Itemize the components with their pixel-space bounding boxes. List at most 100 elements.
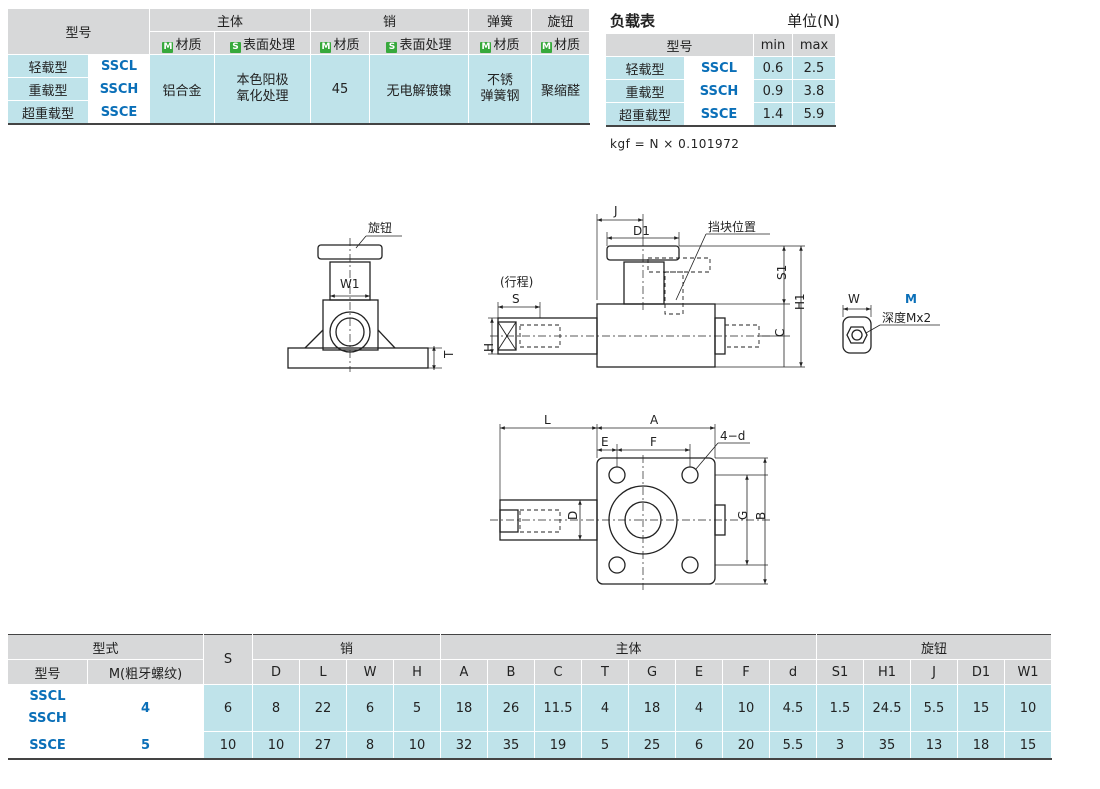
4-d-label: 4−d	[720, 429, 745, 443]
value-cell: 26	[487, 684, 535, 732]
value-cell: 20	[722, 731, 770, 760]
model-header: 型号	[8, 9, 150, 55]
value-cell: 18	[628, 684, 676, 732]
s1-label: S1	[775, 265, 789, 280]
m-value-cell: 5	[87, 731, 204, 760]
surface-badge-icon: S	[229, 41, 241, 53]
value-cell: 10	[1004, 684, 1052, 732]
value-cell: 35	[487, 731, 535, 760]
type-group-header: 型式	[8, 634, 204, 660]
type-cell: 重载型	[8, 77, 89, 101]
h1-label: H1	[793, 293, 807, 310]
front-view-drawing	[287, 235, 442, 372]
col-header: W	[346, 659, 394, 685]
value-cell: 10	[203, 731, 253, 760]
col-header: D	[252, 659, 300, 685]
value-cell: 15	[1004, 731, 1052, 760]
pin-group-header: 销	[310, 9, 469, 32]
col-header: D1	[957, 659, 1005, 685]
load-code-cell: SSCL	[684, 56, 754, 80]
value-cell: 24.5	[863, 684, 911, 732]
top-view-drawing	[490, 424, 770, 590]
value-cell: 8	[252, 684, 300, 732]
load-table: 型号 min max 轻载型 SSCL 0.6 2.5 重载型 SSCH 0.9…	[606, 34, 836, 127]
body-surface-value: 本色阳极氧化处理	[214, 54, 311, 125]
load-code-cell: SSCH	[684, 79, 754, 103]
load-type-cell: 重载型	[606, 79, 685, 103]
type-cell: 轻载型	[8, 54, 89, 78]
load-table-unit: 单位(N)	[787, 12, 840, 30]
model-header: 型号	[8, 659, 88, 685]
load-min-cell: 1.4	[753, 102, 793, 127]
e-label: E	[601, 435, 609, 449]
t-label: T	[442, 350, 456, 359]
side-view-drawing	[488, 214, 805, 368]
value-cell: 8	[346, 731, 394, 760]
col-header: J	[910, 659, 958, 685]
col-header: F	[722, 659, 770, 685]
value-cell: 11.5	[534, 684, 582, 732]
col-header: T	[581, 659, 629, 685]
value-cell: 6	[203, 684, 253, 732]
load-min-cell: 0.6	[753, 56, 793, 80]
knob-label: 旋钮	[368, 220, 392, 235]
code-cell: SSCL	[88, 54, 150, 78]
g-label: G	[736, 511, 750, 520]
value-cell: 5	[393, 684, 441, 732]
load-table-heading: 负载表 单位(N)	[610, 10, 840, 32]
d1-label: D1	[633, 224, 650, 238]
s-header: S	[203, 634, 253, 685]
col-header: A	[440, 659, 488, 685]
end-view-drawing	[842, 305, 940, 354]
spring-material-value: 不锈弹簧钢	[468, 54, 532, 125]
load-code-cell: SSCE	[684, 102, 754, 127]
stopper-label: 挡块位置	[708, 219, 756, 234]
col-header: W1	[1004, 659, 1052, 685]
load-max-header: max	[792, 34, 836, 57]
body-material-value: 铝合金	[149, 54, 215, 125]
knob-group-header: 旋钮	[531, 9, 590, 32]
value-cell: 3	[816, 731, 864, 760]
value-cell: 22	[299, 684, 347, 732]
col-header: L	[299, 659, 347, 685]
spring-group-header: 弹簧	[468, 9, 532, 32]
value-cell: 25	[628, 731, 676, 760]
col-header: d	[769, 659, 817, 685]
material-badge-icon: M	[320, 41, 332, 53]
col-header: H	[393, 659, 441, 685]
pin-group-header: 销	[252, 634, 441, 660]
w1-label: W1	[340, 277, 360, 291]
a-label: A	[650, 413, 659, 427]
depth-label: 深度Mx2	[882, 310, 931, 325]
load-max-cell: 2.5	[792, 56, 836, 80]
value-cell: 10	[393, 731, 441, 760]
load-min-cell: 0.9	[753, 79, 793, 103]
dimensions-table: 型式 S 销 主体 旋钮 型号 M(粗牙螺纹) D L W H A B C T …	[8, 634, 1052, 760]
value-cell: 13	[910, 731, 958, 760]
load-table-title: 负载表	[610, 12, 656, 30]
load-max-cell: 3.8	[792, 79, 836, 103]
value-cell: 4.5	[769, 684, 817, 732]
col-header: E	[675, 659, 723, 685]
m-thread-header: M(粗牙螺纹)	[87, 659, 204, 685]
m-value-cell: 4	[87, 684, 204, 732]
d-label: D	[566, 511, 580, 520]
value-cell: 27	[299, 731, 347, 760]
surface-badge-icon: S	[386, 41, 398, 53]
s-label: S	[512, 292, 520, 306]
j-label: J	[613, 204, 618, 218]
value-cell: 19	[534, 731, 582, 760]
code-cell: SSCE	[8, 731, 88, 760]
col-header: G	[628, 659, 676, 685]
pin-material-value: 45	[310, 54, 370, 125]
load-max-cell: 5.9	[792, 102, 836, 127]
pin-surface-value: 无电解镀镍	[369, 54, 469, 125]
c-label: C	[773, 329, 787, 337]
value-cell: 15	[957, 684, 1005, 732]
b-label: B	[754, 512, 768, 520]
